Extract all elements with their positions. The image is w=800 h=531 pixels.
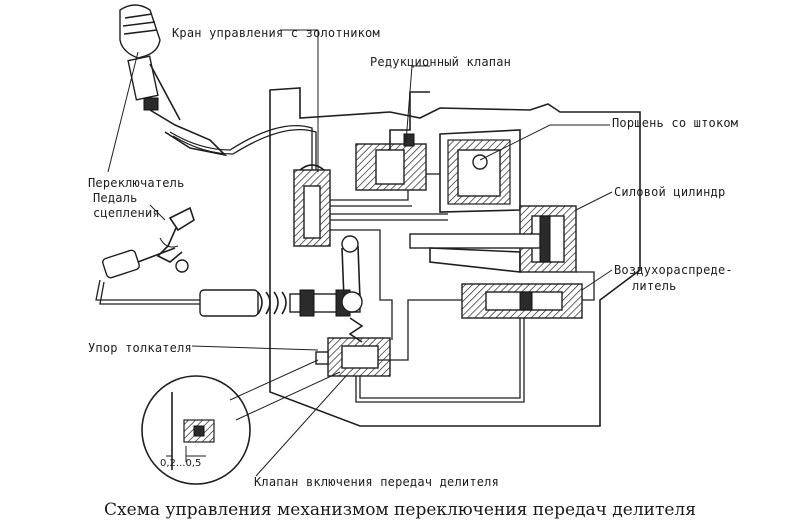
- power-cylinder-assembly: [409, 129, 577, 273]
- label-gap-dimension: 0,2...0,5: [160, 458, 202, 469]
- switch-lever: [119, 4, 228, 157]
- label-piston-rod: Поршень со штоком: [612, 116, 739, 130]
- control-valve: [293, 164, 331, 247]
- figure-caption: Схема управления механизмом переключения…: [104, 500, 696, 520]
- divider-gear-valve: [315, 317, 391, 377]
- label-divider-valve: Клапан включения передач делителя: [254, 475, 500, 489]
- gearbox-housing-outline: [269, 87, 641, 427]
- inset-detail: [141, 375, 251, 485]
- label-control-valve: Кран управления с золотником: [172, 26, 380, 40]
- label-switch: Переключатель: [88, 176, 185, 190]
- label-clutch-pedal-line1: Педаль: [93, 191, 138, 205]
- label-power-cylinder: Силовой цилиндр: [614, 185, 726, 199]
- air-pipes: [95, 125, 595, 403]
- air-distributor: [461, 283, 583, 319]
- shift-lever: [341, 235, 363, 313]
- label-air-distributor-line1: Воздухораспреде-: [614, 263, 733, 277]
- pneumatic-pushrod-assembly: [199, 289, 361, 317]
- label-reduction-valve: Редукционный клапан: [370, 55, 512, 69]
- clutch-pedal: [102, 206, 195, 279]
- leader-lines: [107, 29, 613, 477]
- label-pusher-stop: Упор толкателя: [88, 341, 192, 355]
- label-clutch-pedal-line2: сцепления: [93, 206, 160, 220]
- label-air-distributor-line2: литель: [632, 279, 677, 293]
- reduction-valve: [355, 91, 430, 191]
